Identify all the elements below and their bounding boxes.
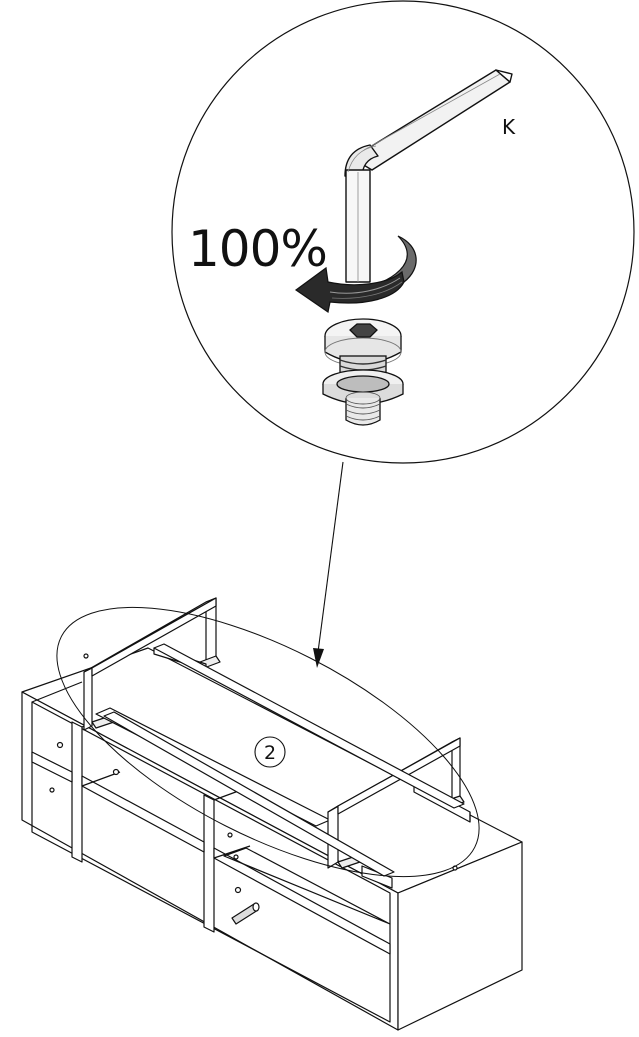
detail-circle (171, 0, 635, 464)
callout-leader-line (313, 461, 344, 668)
detail-area-ellipse (56, 606, 480, 878)
torque-label: 100% (188, 220, 327, 278)
connector-bolt-icon (322, 318, 404, 426)
detail-callout: K 100% (171, 0, 635, 668)
tv-stand-cabinet (21, 647, 523, 1031)
tool-label: K (502, 115, 516, 139)
step-number-badge: 2 (254, 736, 286, 768)
hex-key-icon (344, 69, 513, 283)
rotation-arrow-icon (294, 235, 417, 314)
dowel-pin (231, 902, 260, 925)
step-number: 2 (264, 742, 276, 764)
cabinet-side-face (397, 841, 523, 1031)
connecting-rails (103, 643, 465, 877)
